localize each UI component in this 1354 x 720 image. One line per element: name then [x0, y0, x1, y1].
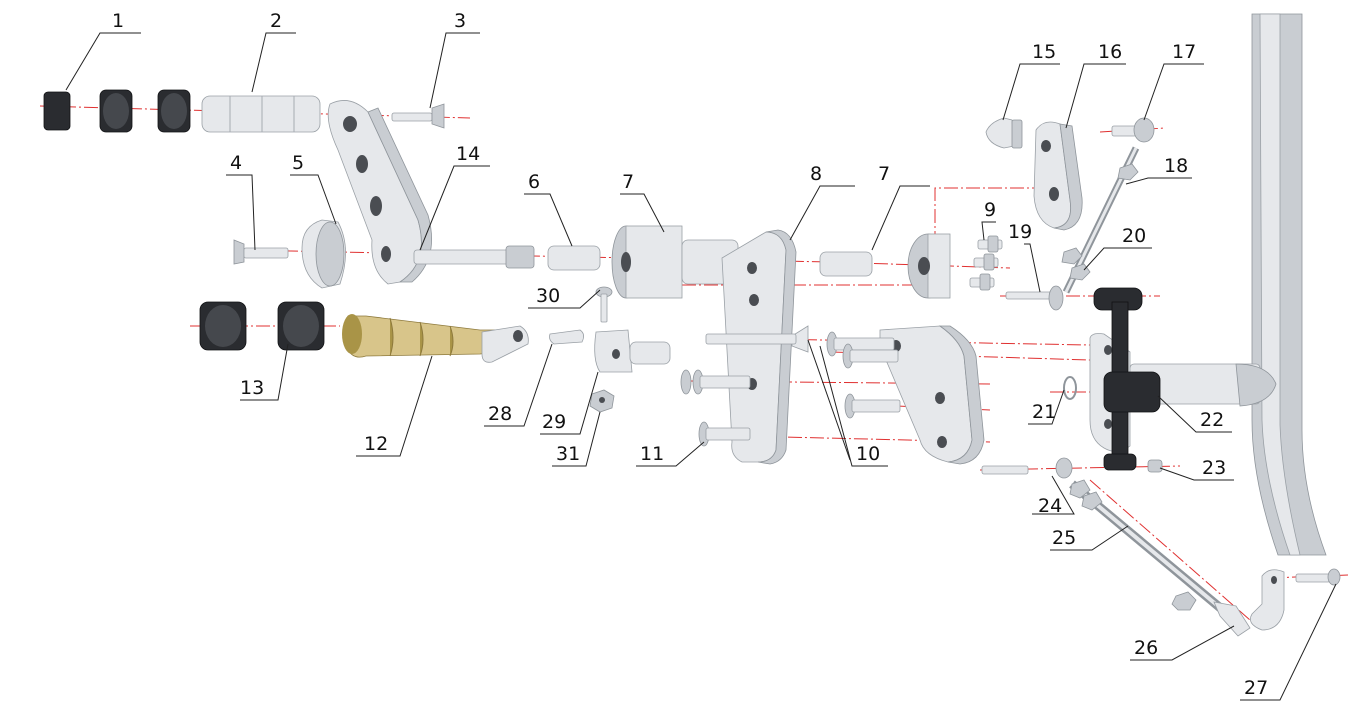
part-18-linkage-rod [1061, 146, 1140, 294]
part-number-2: 2 [270, 10, 282, 32]
part-number-30: 30 [536, 285, 560, 307]
part-5-cone-washer [301, 219, 346, 289]
part-number-21: 21 [1032, 401, 1056, 423]
part-number-26: 26 [1134, 637, 1158, 659]
part-number-31: 31 [556, 443, 580, 465]
part-12-footpeg [342, 314, 529, 363]
part-31-nut [589, 389, 615, 413]
part-number-20: 20 [1122, 225, 1146, 247]
part-29-pin-clevis [594, 329, 671, 373]
part-number-6: 6 [528, 171, 540, 193]
part-15-cap-nut [985, 117, 1023, 149]
part-number-25: 25 [1052, 527, 1076, 549]
part-number-18: 18 [1164, 155, 1188, 177]
part-number-11: 11 [640, 443, 664, 465]
part-22-lever-block [1089, 287, 1277, 471]
part-number-16: 16 [1098, 41, 1122, 63]
part-number-23: 23 [1202, 457, 1226, 479]
part-27-screw [1295, 568, 1341, 586]
part-number-8: 8 [810, 163, 822, 185]
part-number-24: 24 [1038, 495, 1062, 517]
frame-tube [1251, 13, 1327, 556]
part-number-17: 17 [1172, 41, 1196, 63]
part-number-19: 19 [1008, 221, 1032, 243]
part-number-4: 4 [230, 152, 242, 174]
part-number-1: 1 [112, 10, 124, 32]
callout-leaders [65, 32, 1337, 701]
part-21-washer [1063, 376, 1077, 400]
part-number-28: 28 [488, 403, 512, 425]
part-number-7-right: 7 [878, 163, 890, 185]
part-3-screw [391, 103, 445, 129]
part-number-9: 9 [984, 199, 996, 221]
part-26-lower-link [1171, 569, 1285, 637]
part-11-bolts [680, 369, 751, 447]
part-number-14: 14 [456, 143, 480, 165]
part-13-rubber-rings [199, 301, 325, 351]
part-number-27: 27 [1244, 677, 1268, 699]
part-number-29: 29 [542, 411, 566, 433]
part-28-washer [549, 329, 584, 345]
part-9-bolts [969, 235, 1003, 291]
part-number-22: 22 [1200, 409, 1224, 431]
part-number-5: 5 [292, 152, 304, 174]
part-number-10: 10 [856, 443, 880, 465]
part-number-15: 15 [1032, 41, 1056, 63]
part-24-bolt [981, 457, 1073, 479]
part-number-labels: 1 2 3 4 5 14 6 7 8 7 15 16 17 18 9 19 20… [112, 10, 1268, 699]
part-6-spacer [547, 245, 601, 271]
part-25-lower-rod [1069, 479, 1233, 620]
part-19-bolt [1005, 285, 1064, 311]
part-16-lever-arm [1033, 121, 1083, 231]
part-7-pivot-bushing [611, 225, 739, 299]
part-30-screw [595, 286, 613, 323]
part-10-plate-with-bolts [705, 325, 985, 465]
part-1-rubber-rings [43, 89, 191, 133]
part-number-7: 7 [622, 171, 634, 193]
part-14-bracket-arm [327, 100, 535, 285]
assembly-axis-lines [39, 105, 1349, 621]
part-number-12: 12 [364, 433, 388, 455]
part-4-bolt [233, 239, 289, 265]
part-number-13: 13 [240, 377, 264, 399]
part-8-mounting-plate [721, 229, 797, 465]
part-17-ball-joint [1111, 117, 1155, 143]
part-23-nut [1147, 459, 1163, 473]
part-2-sleeve [201, 95, 321, 133]
part-7-second-bushing [819, 233, 951, 299]
part-number-3: 3 [454, 10, 466, 32]
